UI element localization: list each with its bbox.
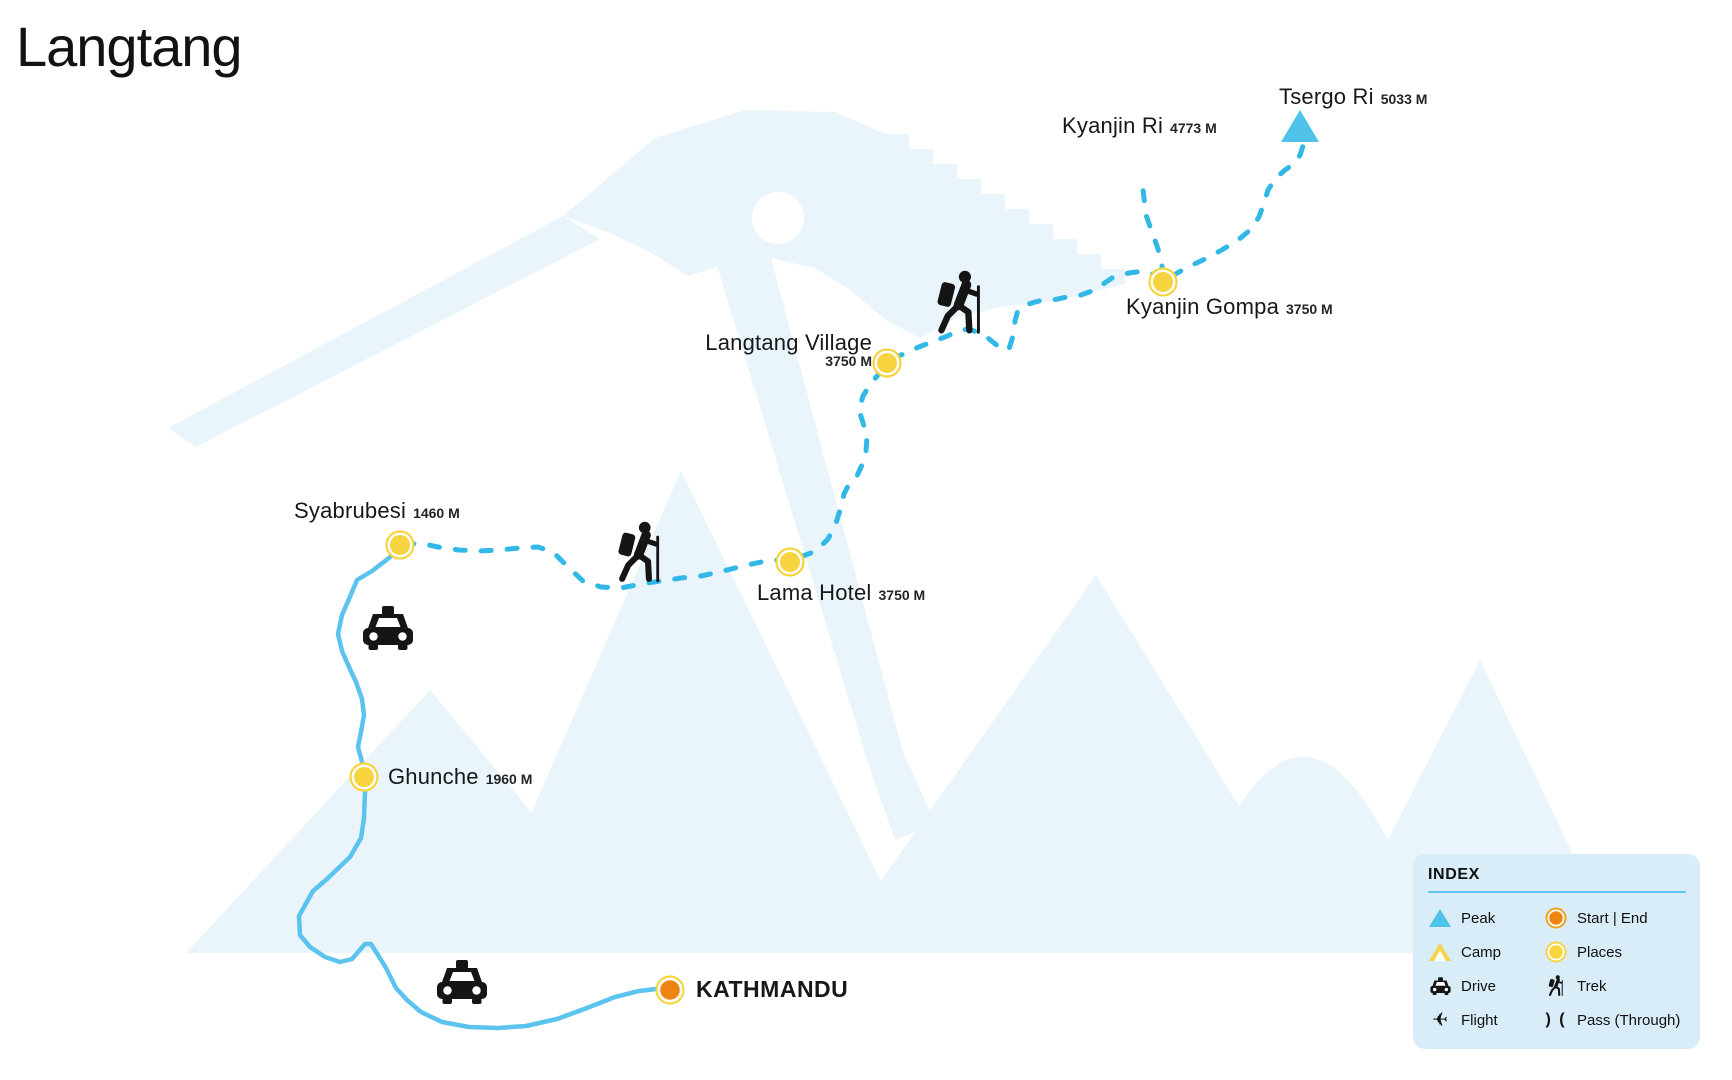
legend-item-drive: Drive bbox=[1428, 976, 1544, 996]
flight-icon: ✈ bbox=[1432, 1009, 1448, 1031]
trek-branch-kyanjin-ri bbox=[1139, 178, 1166, 279]
watermark-mountain bbox=[470, 471, 916, 953]
legend-item-pass-through: ) ( Pass (Through) bbox=[1544, 1011, 1686, 1029]
watermark-axe-pick bbox=[168, 216, 600, 447]
page-title: Langtang bbox=[16, 15, 243, 78]
taxi-icon bbox=[363, 606, 413, 650]
legend-title: INDEX bbox=[1428, 866, 1480, 883]
camp-icon bbox=[1428, 943, 1452, 961]
start-end-icon bbox=[1544, 907, 1568, 929]
location-name: Lama Hotel bbox=[757, 580, 872, 605]
trek-branch-tsergo-ri bbox=[1169, 143, 1306, 279]
location-label-ghunche: Ghunche 1960 M bbox=[388, 764, 532, 790]
location-label-langtang-village: Langtang Village 3750 M bbox=[552, 331, 872, 369]
legend-label: Trek bbox=[1577, 977, 1607, 995]
legend-item-start-end: Start | End bbox=[1544, 907, 1686, 929]
location-name: Tsergo Ri bbox=[1279, 84, 1374, 109]
location-label-kathmandu: KATHMANDU bbox=[696, 976, 848, 1003]
location-name: Kyanjin Gompa bbox=[1126, 294, 1280, 319]
watermark-mountain bbox=[830, 575, 1330, 953]
legend-item-flight: ✈ Flight bbox=[1428, 1009, 1544, 1032]
watermark-base bbox=[366, 912, 1492, 953]
location-name: Langtang Village bbox=[705, 330, 872, 355]
legend-item-trek: Trek bbox=[1544, 975, 1686, 997]
location-name: Ghunche bbox=[388, 764, 479, 789]
marker-ghunche bbox=[349, 762, 379, 792]
marker-langtang-village bbox=[872, 348, 902, 378]
watermark-axe-hole bbox=[752, 192, 804, 244]
legend-item-camp: Camp bbox=[1428, 943, 1544, 961]
pass-through-icon: ) ( bbox=[1545, 1011, 1567, 1028]
location-label-kyanjin-gompa: Kyanjin Gompa 3750 M bbox=[1126, 294, 1333, 320]
location-elevation: 1460 M bbox=[413, 505, 460, 521]
legend-item-peak: Peak bbox=[1428, 909, 1544, 927]
location-elevation: 3750 M bbox=[1286, 301, 1333, 317]
location-label-tsergo-ri: Tsergo Ri 5033 M bbox=[1279, 84, 1427, 110]
legend-divider bbox=[1428, 891, 1686, 893]
legend-label: Pass (Through) bbox=[1577, 1011, 1681, 1029]
marker-lama-hotel bbox=[775, 547, 805, 577]
location-elevation: 3750 M bbox=[825, 353, 872, 369]
taxi-icon bbox=[437, 960, 487, 1004]
watermark-axe-head bbox=[563, 110, 1125, 338]
location-name: Kyanjin Ri bbox=[1062, 113, 1164, 138]
drive-icon bbox=[1428, 976, 1452, 996]
location-label-kyanjin-ri: Kyanjin Ri 4773 M bbox=[1062, 113, 1217, 139]
location-elevation: 3750 M bbox=[878, 587, 926, 603]
legend-label: Peak bbox=[1461, 909, 1496, 927]
legend-item-places: Places bbox=[1544, 941, 1686, 963]
watermark-graphic bbox=[168, 110, 1620, 953]
legend-index-panel: INDEX Peak Start | End bbox=[1413, 854, 1700, 1049]
legend-label: Camp bbox=[1461, 943, 1502, 961]
location-label-lama-hotel: Lama Hotel 3750 M bbox=[757, 580, 925, 606]
legend-label: Drive bbox=[1461, 977, 1497, 995]
peak-icon bbox=[1428, 909, 1452, 927]
peak-icon-tsergo-ri bbox=[1281, 110, 1319, 142]
location-label-syabrubesi: Syabrubesi 1460 M bbox=[294, 498, 460, 524]
location-elevation: 1960 M bbox=[485, 771, 533, 787]
legend-grid: Peak Start | End Camp bbox=[1428, 901, 1686, 1037]
drive-route bbox=[296, 545, 671, 1031]
location-elevation: 4773 M bbox=[1170, 120, 1217, 136]
location-name: KATHMANDU bbox=[696, 976, 849, 1002]
marker-kyanjin-gompa bbox=[1148, 267, 1178, 297]
legend-label: Places bbox=[1577, 943, 1623, 961]
trek-icon bbox=[1544, 975, 1568, 997]
places-icon bbox=[1544, 941, 1568, 963]
legend-label: Start | End bbox=[1577, 909, 1648, 927]
location-name: Syabrubesi bbox=[294, 498, 407, 523]
marker-syabrubesi bbox=[385, 530, 415, 560]
location-elevation: 5033 M bbox=[1380, 91, 1428, 107]
marker-kathmandu-start-end bbox=[655, 975, 685, 1005]
legend-label: Flight bbox=[1461, 1011, 1498, 1029]
